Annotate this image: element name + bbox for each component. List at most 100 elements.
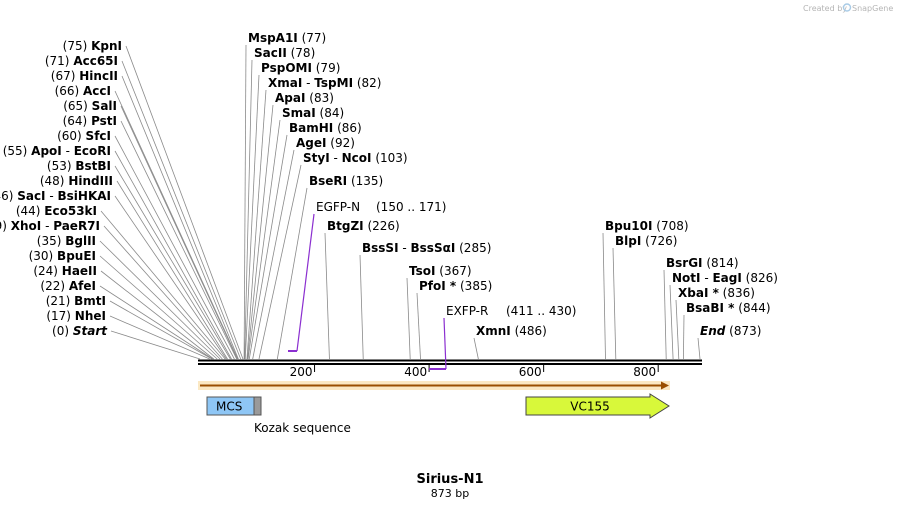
mcs-feature-end xyxy=(253,396,262,416)
site-label-sacii: SacII (78) xyxy=(254,46,315,60)
site-label-xbai: XbaI * (836) xyxy=(678,286,755,300)
svg-text:(66) AccI: (66) AccI xyxy=(55,84,111,98)
leader-bglii xyxy=(99,240,221,360)
leader-bsssi xyxy=(359,254,364,360)
svg-text:(21) BmtI: (21) BmtI xyxy=(46,294,106,308)
site-label-xmai: XmaI - TspMI (82) xyxy=(268,76,381,90)
svg-text:NotI - EagI (826): NotI - EagI (826) xyxy=(672,271,778,285)
site-label-hindiii: (48) HindIII xyxy=(40,174,113,188)
svg-text:(30) BpuEI: (30) BpuEI xyxy=(29,249,96,263)
leader-end xyxy=(697,337,701,360)
leader-hindiii xyxy=(116,180,228,360)
vc155-label: VC155 xyxy=(570,400,610,414)
site-label-haeii: (24) HaeII xyxy=(33,264,97,278)
svg-text:(44) Eco53kI: (44) Eco53kI xyxy=(16,204,97,218)
site-label-bsssi: BssSI - BssSαI (285) xyxy=(362,241,491,255)
kozak-label: Kozak sequence xyxy=(254,421,351,435)
svg-text:BseRI (135): BseRI (135) xyxy=(309,174,383,188)
site-label-kpni: (75) KpnI xyxy=(63,39,122,53)
leader-bseri xyxy=(276,187,308,360)
snapgene-logo-icon xyxy=(842,3,852,12)
svg-text:(65) SalI: (65) SalI xyxy=(63,99,117,113)
svg-text:(55) ApoI - EcoRI: (55) ApoI - EcoRI xyxy=(3,144,111,158)
svg-text:BsrGI (814): BsrGI (814) xyxy=(666,256,739,270)
svg-text:BamHI (86): BamHI (86) xyxy=(289,121,362,135)
site-label-styi: StyI - NcoI (103) xyxy=(303,151,408,165)
svg-text:(67) HincII: (67) HincII xyxy=(51,69,118,83)
svg-text:(35) BglII: (35) BglII xyxy=(37,234,96,248)
site-label-bsrgi: BsrGI (814) xyxy=(666,256,739,270)
svg-text:SacII (78): SacII (78) xyxy=(254,46,315,60)
svg-text:(150 .. 171): (150 .. 171) xyxy=(376,200,446,214)
svg-text:XmnI (486): XmnI (486) xyxy=(476,324,547,338)
leader-sali xyxy=(120,105,238,360)
svg-text:AgeI (92): AgeI (92) xyxy=(296,136,355,150)
site-label-blpi: BlpI (726) xyxy=(615,234,677,248)
leader-bsabi xyxy=(682,314,685,360)
site-leader-lines xyxy=(99,44,701,360)
svg-text:(60) SfcI: (60) SfcI xyxy=(57,129,111,143)
leader-hincii xyxy=(121,75,239,360)
svg-text:XbaI * (836): XbaI * (836) xyxy=(678,286,755,300)
site-label-acc65i: (71) Acc65I xyxy=(45,54,118,68)
primers: EGFP-N (150 .. 171) EXFP-R (411 .. 430) xyxy=(288,200,576,370)
site-label-smai: SmaI (84) xyxy=(282,106,344,120)
svg-text:(75) KpnI: (75) KpnI xyxy=(63,39,122,53)
leader-bamhi xyxy=(248,134,288,360)
site-label-bstbi: (53) BstBI xyxy=(47,159,111,173)
svg-text:End (873): End (873) xyxy=(700,324,761,338)
leader-styi xyxy=(258,164,302,360)
leader-agei xyxy=(252,149,295,360)
site-label-saci: (46) SacI - BsiHKAI xyxy=(0,189,111,203)
map-subtitle: 873 bp xyxy=(431,487,469,500)
leader-smai xyxy=(247,119,281,360)
leader-bpuei xyxy=(99,255,218,360)
leader-start xyxy=(110,330,201,360)
leader-acc65i xyxy=(121,60,242,360)
site-label-eco53ki: (44) Eco53kI xyxy=(16,204,97,218)
site-label-noti: NotI - EagI (826) xyxy=(672,271,778,285)
leader-afei xyxy=(99,285,213,360)
svg-text:BlpI (726): BlpI (726) xyxy=(615,234,677,248)
leader-mspa1i xyxy=(243,44,247,360)
site-label-nhei: (17) NheI xyxy=(46,309,106,323)
svg-text:(0) Start: (0) Start xyxy=(52,324,108,338)
svg-text:BssSI - BssSαI (285): BssSI - BssSαI (285) xyxy=(362,241,491,255)
orf-track-arrowhead xyxy=(661,381,669,390)
leader-bsrgi xyxy=(663,269,667,360)
site-label-sfci: (60) SfcI xyxy=(57,129,111,143)
svg-text:(17) NheI: (17) NheI xyxy=(46,309,106,323)
site-label-mspa1i: MspA1I (77) xyxy=(248,31,326,45)
svg-text:(22) AfeI: (22) AfeI xyxy=(40,279,96,293)
ruler-label-400: 400 xyxy=(404,365,427,379)
site-label-hincii: (67) HincII xyxy=(51,69,118,83)
leader-tsoi xyxy=(406,277,411,360)
vc155-feature-arrow xyxy=(525,393,670,419)
svg-text:(64) PstI: (64) PstI xyxy=(63,114,117,128)
leader-xhoi xyxy=(103,225,223,360)
leader-apai xyxy=(247,104,274,360)
svg-text:EXFP-R: EXFP-R xyxy=(446,304,488,318)
svg-text:(24) HaeII: (24) HaeII xyxy=(33,264,97,278)
svg-text:(71) Acc65I: (71) Acc65I xyxy=(45,54,118,68)
site-label-pfoi: PfoI * (385) xyxy=(419,279,492,293)
leader-bstbi xyxy=(114,165,231,360)
leader-haeii xyxy=(100,270,214,360)
leader-xbai xyxy=(675,299,680,360)
site-label-acci: (66) AccI xyxy=(55,84,111,98)
svg-text:EGFP-N: EGFP-N xyxy=(316,200,360,214)
svg-text:(46) SacI - BsiHKAI: (46) SacI - BsiHKAI xyxy=(0,189,111,203)
leader-psti xyxy=(120,120,238,360)
svg-text:MspA1I (77): MspA1I (77) xyxy=(248,31,326,45)
svg-text:XmaI - TspMI (82): XmaI - TspMI (82) xyxy=(268,76,381,90)
svg-text:BtgZI (226): BtgZI (226) xyxy=(327,219,400,233)
site-label-apai: ApaI (83) xyxy=(275,91,334,105)
leader-nhei xyxy=(109,315,210,360)
svg-text:(39) XhoI - PaeR7I: (39) XhoI - PaeR7I xyxy=(0,219,100,233)
ruler-label-200: 200 xyxy=(290,365,313,379)
svg-text:(411 .. 430): (411 .. 430) xyxy=(506,304,576,318)
leader-apoi xyxy=(114,150,232,360)
site-label-afei: (22) AfeI xyxy=(40,279,96,293)
